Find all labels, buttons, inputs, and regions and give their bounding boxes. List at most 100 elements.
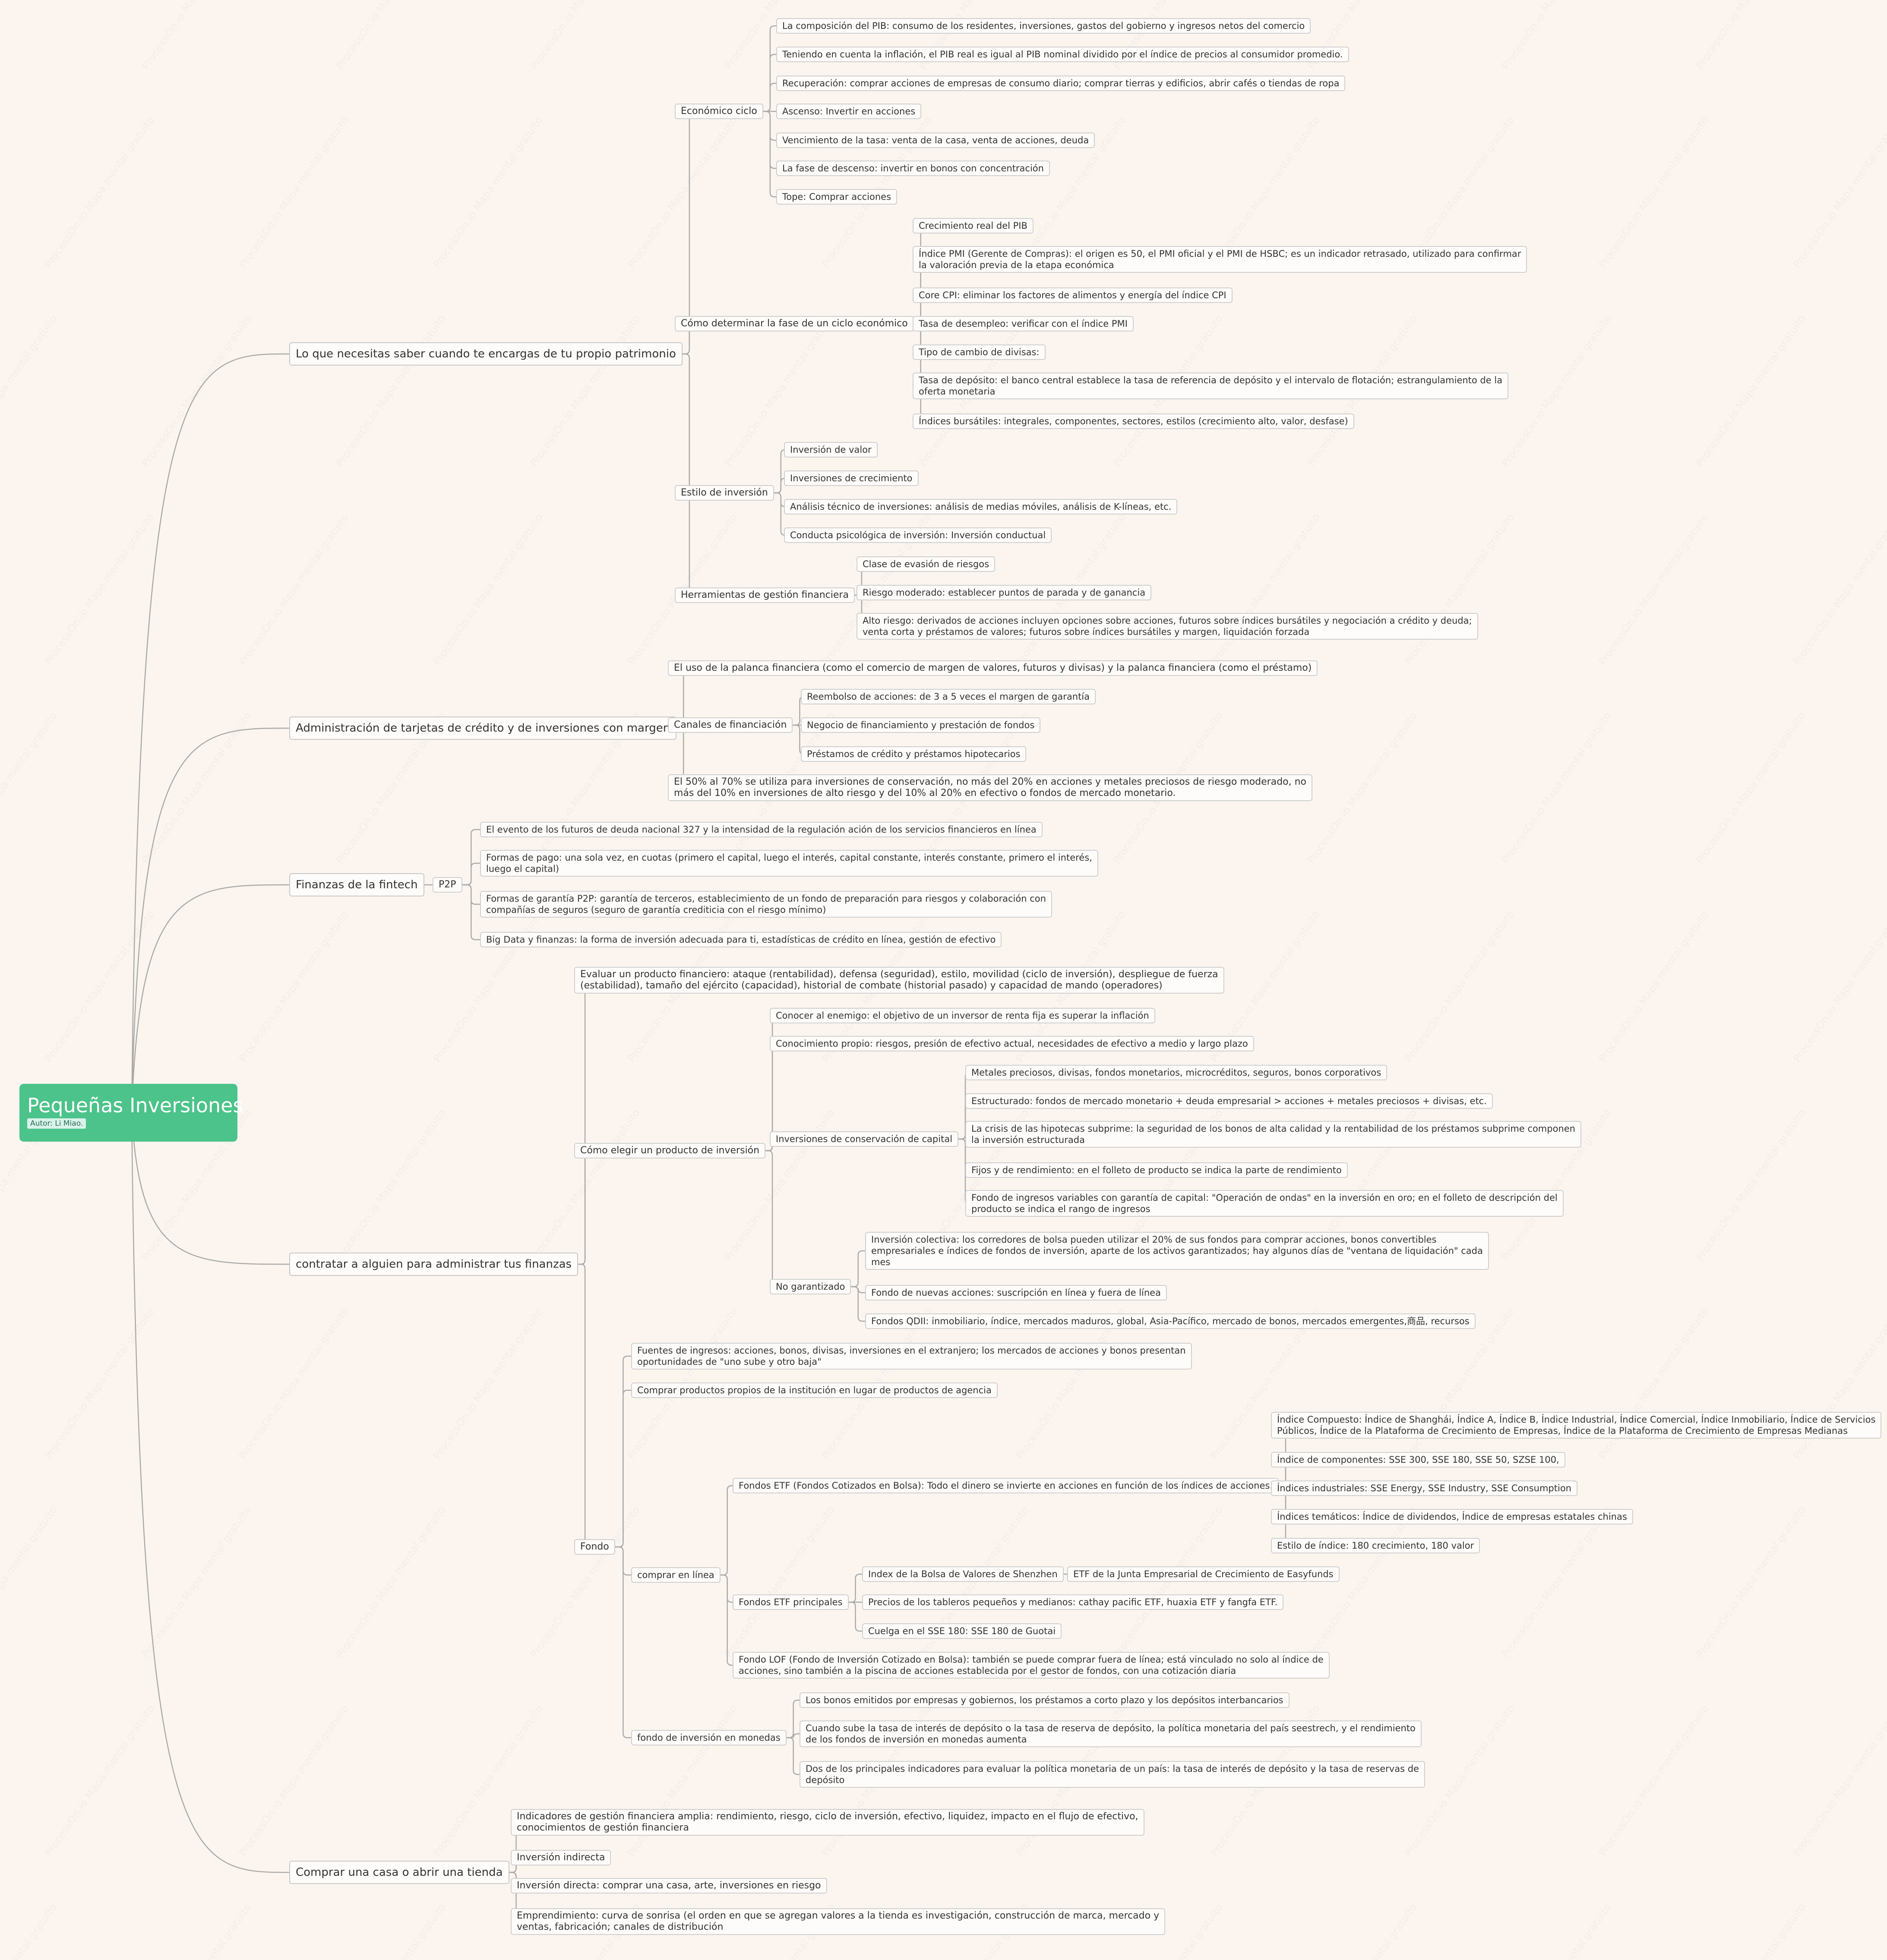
branch-connector: [720, 1574, 733, 1666]
item-composite-index[interactable]: Índice Compuesto: Índice de Shanghái, Ín…: [1271, 1412, 1882, 1439]
subtopic-cycle-phase[interactable]: Cómo determinar la fase de un ciclo econ…: [675, 316, 914, 331]
item-pmi[interactable]: Índice PMI (Gerente de Compras): el orig…: [913, 246, 1527, 273]
subtopic-allocation[interactable]: El 50% al 70% se utiliza para inversione…: [668, 774, 1313, 801]
item-gdp-composition[interactable]: La composición del PIB: consumo de los r…: [776, 18, 1311, 34]
branch-connector: [786, 1699, 800, 1739]
item-easyfunds-etf[interactable]: ETF de la Junta Empresarial de Crecimien…: [1067, 1566, 1340, 1582]
author-label: Autor: Li Miao.: [27, 1118, 86, 1129]
item-main-etf-funds[interactable]: Fondos ETF principales: [733, 1594, 849, 1610]
topic-house-shop[interactable]: Comprar una casa o abrir una tienda: [289, 1861, 509, 1884]
item-unemployment[interactable]: Tasa de desempleo: verificar con el índi…: [913, 316, 1134, 331]
item-real-gdp[interactable]: Teniendo en cuenta la inflación, el PIB …: [776, 47, 1349, 62]
item-new-shares-fund[interactable]: Fondo de nuevas acciones: suscripción en…: [865, 1285, 1167, 1300]
topic-credit-margin[interactable]: Administración de tarjetas de crédito y …: [289, 716, 677, 740]
item-growth-investing[interactable]: Inversiones de crecimiento: [784, 470, 919, 486]
item-structured[interactable]: Estructurado: fondos de mercado monetari…: [965, 1093, 1493, 1109]
item-fixed-yield[interactable]: Fijos y de rendimiento: en el folleto de…: [965, 1162, 1348, 1178]
item-precious-metals[interactable]: Metales preciosos, divisas, fondos monet…: [965, 1065, 1388, 1080]
subtopic-financing-channels[interactable]: Canales de financiación: [668, 717, 793, 733]
item-risk-avoidance[interactable]: Clase de evasión de riesgos: [857, 556, 996, 572]
item-top[interactable]: Tope: Comprar acciones: [776, 189, 898, 205]
item-high-risk[interactable]: Alto riesgo: derivados de acciones inclu…: [857, 613, 1478, 640]
root-connector: [131, 353, 290, 1113]
subtopic-economic-cycle[interactable]: Económico ciclo: [675, 104, 763, 119]
branch-connector: [720, 1574, 733, 1603]
subtopic-entrepreneurship[interactable]: Emprendimiento: curva de sonrisa (el ord…: [511, 1908, 1166, 1935]
branch-connector: [786, 1737, 800, 1775]
item-industrial-indices[interactable]: Índices industriales: SSE Energy, SSE In…: [1271, 1480, 1577, 1496]
item-rate-maturity[interactable]: Vencimiento de la tasa: venta de la casa…: [776, 133, 1095, 148]
subtopic-investment-style[interactable]: Estilo de inversión: [675, 485, 774, 501]
subtopic-fund[interactable]: Fondo: [574, 1539, 615, 1555]
item-component-index[interactable]: Índice de componentes: SSE 300, SSE 180,…: [1271, 1452, 1565, 1468]
item-value-investing[interactable]: Inversión de valor: [784, 442, 878, 458]
item-not-guaranteed[interactable]: No garantizado: [770, 1279, 851, 1294]
item-stock-indices[interactable]: Índices bursátiles: integrales, componen…: [913, 413, 1354, 429]
item-rate-rise[interactable]: Cuando sube la tasa de interés de depósi…: [800, 1720, 1422, 1747]
topic-patrimonio[interactable]: Lo que necesitas saber cuando te encarga…: [289, 342, 683, 366]
branch-connector: [615, 1389, 631, 1548]
topic-fintech[interactable]: Finanzas de la fintech: [289, 873, 424, 896]
root-connector: [131, 884, 290, 1113]
branch-connector: [851, 1250, 865, 1288]
root-node[interactable]: Pequeñas Inversiones Autor: Li Miao.: [19, 1084, 243, 1142]
branch-connector: [675, 353, 694, 596]
subtopic-choose-product[interactable]: Cómo elegir un producto de inversión: [574, 1143, 766, 1158]
root-connector: [131, 1112, 290, 1265]
item-own-products[interactable]: Comprar productos propios de la instituc…: [631, 1382, 998, 1398]
item-bonds-issued[interactable]: Los bonos emitidos por empresas y gobier…: [800, 1692, 1290, 1708]
item-behavioral[interactable]: Conducta psicológica de inversión: Inver…: [784, 527, 1052, 543]
subtopic-direct-investment[interactable]: Inversión directa: comprar una casa, art…: [511, 1878, 827, 1894]
item-financing-business[interactable]: Negocio de financiamiento y prestación d…: [801, 717, 1041, 733]
item-qdii-funds[interactable]: Fondos QDII: inmobiliario, índice, merca…: [865, 1313, 1476, 1329]
item-deposit-rate[interactable]: Tasa de depósito: el banco central estab…: [913, 372, 1509, 399]
item-self-knowledge[interactable]: Conocimiento propio: riesgos, presión de…: [770, 1036, 1254, 1051]
root-connector: [131, 727, 290, 1113]
item-index-style[interactable]: Estilo de índice: 180 crecimiento, 180 v…: [1271, 1538, 1480, 1553]
item-know-enemy[interactable]: Conocer al enemigo: el objetivo de un in…: [770, 1008, 1155, 1023]
item-payment-forms[interactable]: Formas de pago: una sola vez, en cuotas …: [480, 850, 1098, 877]
item-buy-online[interactable]: comprar en línea: [631, 1567, 721, 1583]
root-connector: [131, 1112, 290, 1873]
subtopic-indirect-investment[interactable]: Inversión indirecta: [511, 1850, 611, 1865]
topic-hire-manager[interactable]: contratar a alguien para administrar tus…: [289, 1253, 578, 1276]
branch-connector: [675, 353, 694, 494]
subtopic-leverage[interactable]: El uso de la palanca financiera (como el…: [668, 660, 1318, 676]
item-bond-futures-event[interactable]: El evento de los futuros de deuda nacion…: [480, 822, 1043, 837]
branch-connector: [774, 477, 785, 494]
item-descent[interactable]: La fase de descenso: invertir en bonos c…: [776, 161, 1050, 176]
branch-connector: [462, 862, 480, 886]
item-money-market-fund[interactable]: fondo de inversión en monedas: [631, 1730, 787, 1745]
item-collective-investment[interactable]: Inversión colectiva: los corredores de b…: [865, 1232, 1489, 1270]
item-recovery[interactable]: Recuperación: comprar acciones de empres…: [776, 76, 1346, 91]
item-big-data[interactable]: Big Data y finanzas: la forma de inversi…: [480, 932, 1002, 947]
item-thematic-indices[interactable]: Índices temáticos: Índice de dividendos,…: [1271, 1509, 1633, 1524]
item-small-medium-boards[interactable]: Precios de los tableros pequeños y media…: [862, 1594, 1284, 1610]
item-credit-loans[interactable]: Préstamos de crédito y préstamos hipotec…: [801, 746, 1027, 762]
item-share-repayment[interactable]: Reembolso de acciones: de 3 a 5 veces el…: [801, 689, 1096, 704]
item-monetary-indicators[interactable]: Dos de los principales indicadores para …: [800, 1761, 1425, 1788]
item-etf-funds[interactable]: Fondos ETF (Fondos Cotizados en Bolsa): …: [733, 1478, 1279, 1493]
item-technical-analysis[interactable]: Análisis técnico de inversiones: análisi…: [784, 499, 1178, 514]
item-shenzhen-index[interactable]: Index de la Bolsa de Valores de Shenzhen: [862, 1566, 1064, 1582]
item-exchange-rate[interactable]: Tipo de cambio de divisas:: [913, 344, 1046, 360]
item-capital-preservation[interactable]: Inversiones de conservación de capital: [770, 1131, 959, 1147]
item-moderate-risk[interactable]: Riesgo moderado: establecer puntos de pa…: [857, 585, 1152, 600]
subtopic-p2p[interactable]: P2P: [433, 877, 462, 893]
item-real-gdp-growth[interactable]: Crecimiento real del PIB: [913, 218, 1034, 234]
item-income-sources[interactable]: Fuentes de ingresos: acciones, bonos, di…: [631, 1343, 1192, 1370]
item-ascent[interactable]: Ascenso: Invertir en acciones: [776, 104, 922, 119]
subtopic-evaluate-product[interactable]: Evaluar un producto financiero: ataque (…: [574, 967, 1224, 994]
item-lof-fund[interactable]: Fondo LOF (Fondo de Inversión Cotizado e…: [733, 1652, 1330, 1679]
branch-connector: [763, 82, 776, 112]
item-core-cpi[interactable]: Core CPI: eliminar los factores de alime…: [913, 287, 1233, 303]
subtopic-broad-indicators[interactable]: Indicadores de gestión financiera amplia…: [511, 1809, 1144, 1836]
item-guarantee-forms[interactable]: Formas de garantía P2P: garantía de terc…: [480, 891, 1052, 918]
item-sse-180[interactable]: Cuelga en el SSE 180: SSE 180 de Guotai: [862, 1623, 1062, 1639]
branch-connector: [763, 110, 776, 198]
branch-connector: [765, 1150, 777, 1288]
item-subprime-crisis[interactable]: La crisis de las hipotecas subprime: la …: [965, 1121, 1581, 1148]
subtopic-financial-tools[interactable]: Herramientas de gestión financiera: [675, 587, 855, 603]
item-variable-income-fund[interactable]: Fondo de ingresos variables con garantía…: [965, 1190, 1564, 1217]
